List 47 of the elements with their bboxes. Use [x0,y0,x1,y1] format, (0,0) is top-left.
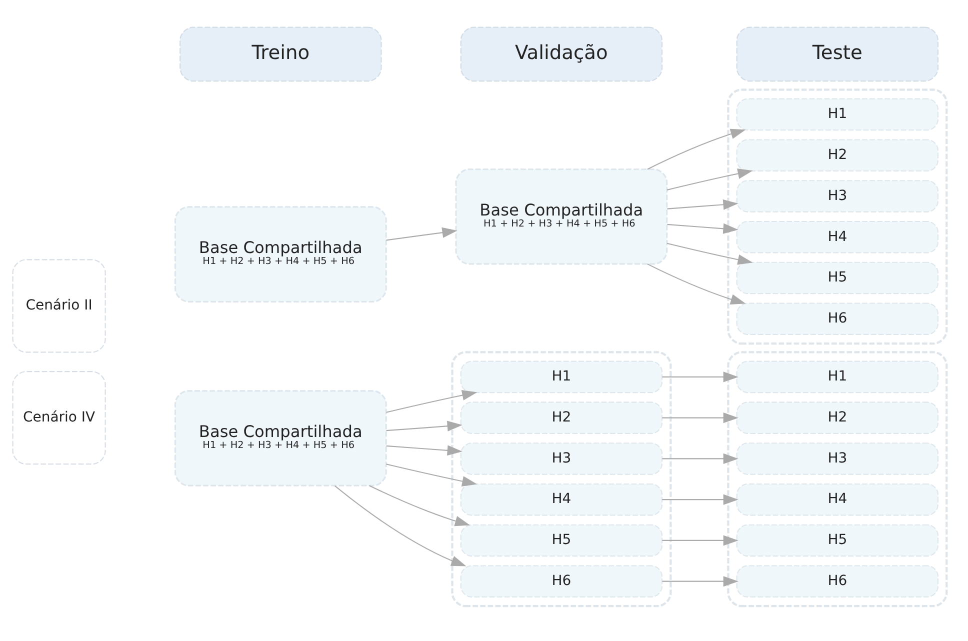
arrow [667,222,738,234]
node-box: H2 [460,401,663,434]
node-box: Cenário IV [12,370,106,464]
node-box: H5 [460,524,663,556]
node-box: Treino [180,26,382,82]
node-box: H1 [736,98,939,130]
node-box: H1 [460,360,663,393]
arrow [662,534,738,546]
node-box: Validação [460,26,663,82]
arrow [662,371,738,382]
node-box: H6 [460,564,663,597]
arrow [667,198,738,210]
arrow [666,168,753,190]
node-box: H4 [736,220,939,253]
arrow [647,263,746,304]
arrow [386,420,462,431]
node-box: H6 [736,302,939,334]
node-box: Teste [736,26,939,82]
node-box: Base Compartilhada H1 + H2 + H3 + H4 + H5 + H6 [455,168,668,264]
node-box: H2 [736,138,939,171]
arrow [662,452,738,464]
cluster [727,350,948,607]
arrow [662,576,738,586]
node-box: H3 [736,442,939,474]
node-box: H3 [460,442,663,474]
node-box: Cenário II [12,258,106,352]
node-box: H5 [736,261,939,294]
arrow [386,444,462,456]
node-box: Base Compartilhada H1 + H2 + H3 + H4 + H5 + H6 [174,206,387,302]
arrow [386,463,478,486]
arrow [662,494,738,504]
arrow [334,484,466,566]
arrow [386,390,478,412]
cluster [727,88,948,344]
arrow [369,484,470,526]
node-box: H5 [736,524,939,556]
node-box: H4 [460,482,663,516]
node-box: H4 [736,482,939,516]
node-box: Base Compartilhada H1 + H2 + H3 + H4 + H5 + H6 [174,390,387,486]
arrow [666,242,753,264]
node-box: H2 [736,401,939,434]
arrow [386,226,458,240]
node-box: H6 [736,564,939,597]
node-box: H3 [736,180,939,212]
node-box: H1 [736,360,939,393]
arrow [647,128,746,170]
arrow [662,412,738,423]
